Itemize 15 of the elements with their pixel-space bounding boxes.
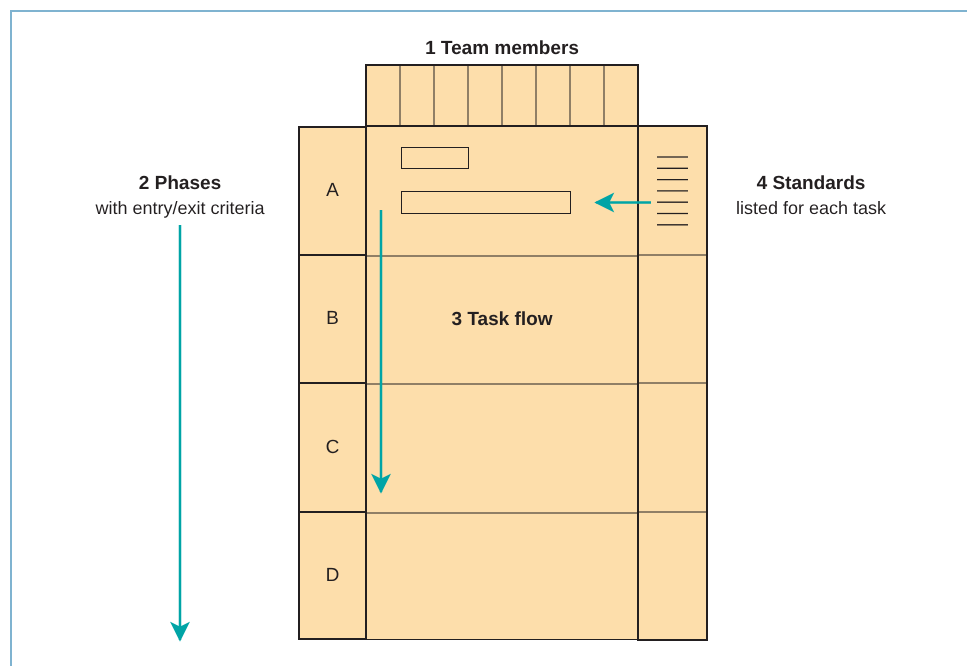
phase-row-header: D — [298, 512, 366, 640]
phase-row-header: B — [298, 255, 366, 383]
task-area — [366, 126, 638, 640]
callout-heading: 4 Standards — [756, 172, 866, 196]
task-box — [401, 191, 571, 214]
callout-heading: 2 Phases — [138, 172, 222, 196]
callout-text: listed for each task — [736, 197, 886, 220]
task-box — [401, 147, 469, 169]
phase-row-header: C — [298, 383, 366, 512]
callout-text: with entry/exit criteria — [95, 197, 265, 220]
phase-row-header: A — [298, 126, 366, 255]
band-heading: 1 Team members — [424, 38, 580, 60]
arrow — [594, 192, 651, 212]
task-flow-label: 3 Task flow — [450, 309, 554, 331]
arrow — [170, 225, 190, 642]
